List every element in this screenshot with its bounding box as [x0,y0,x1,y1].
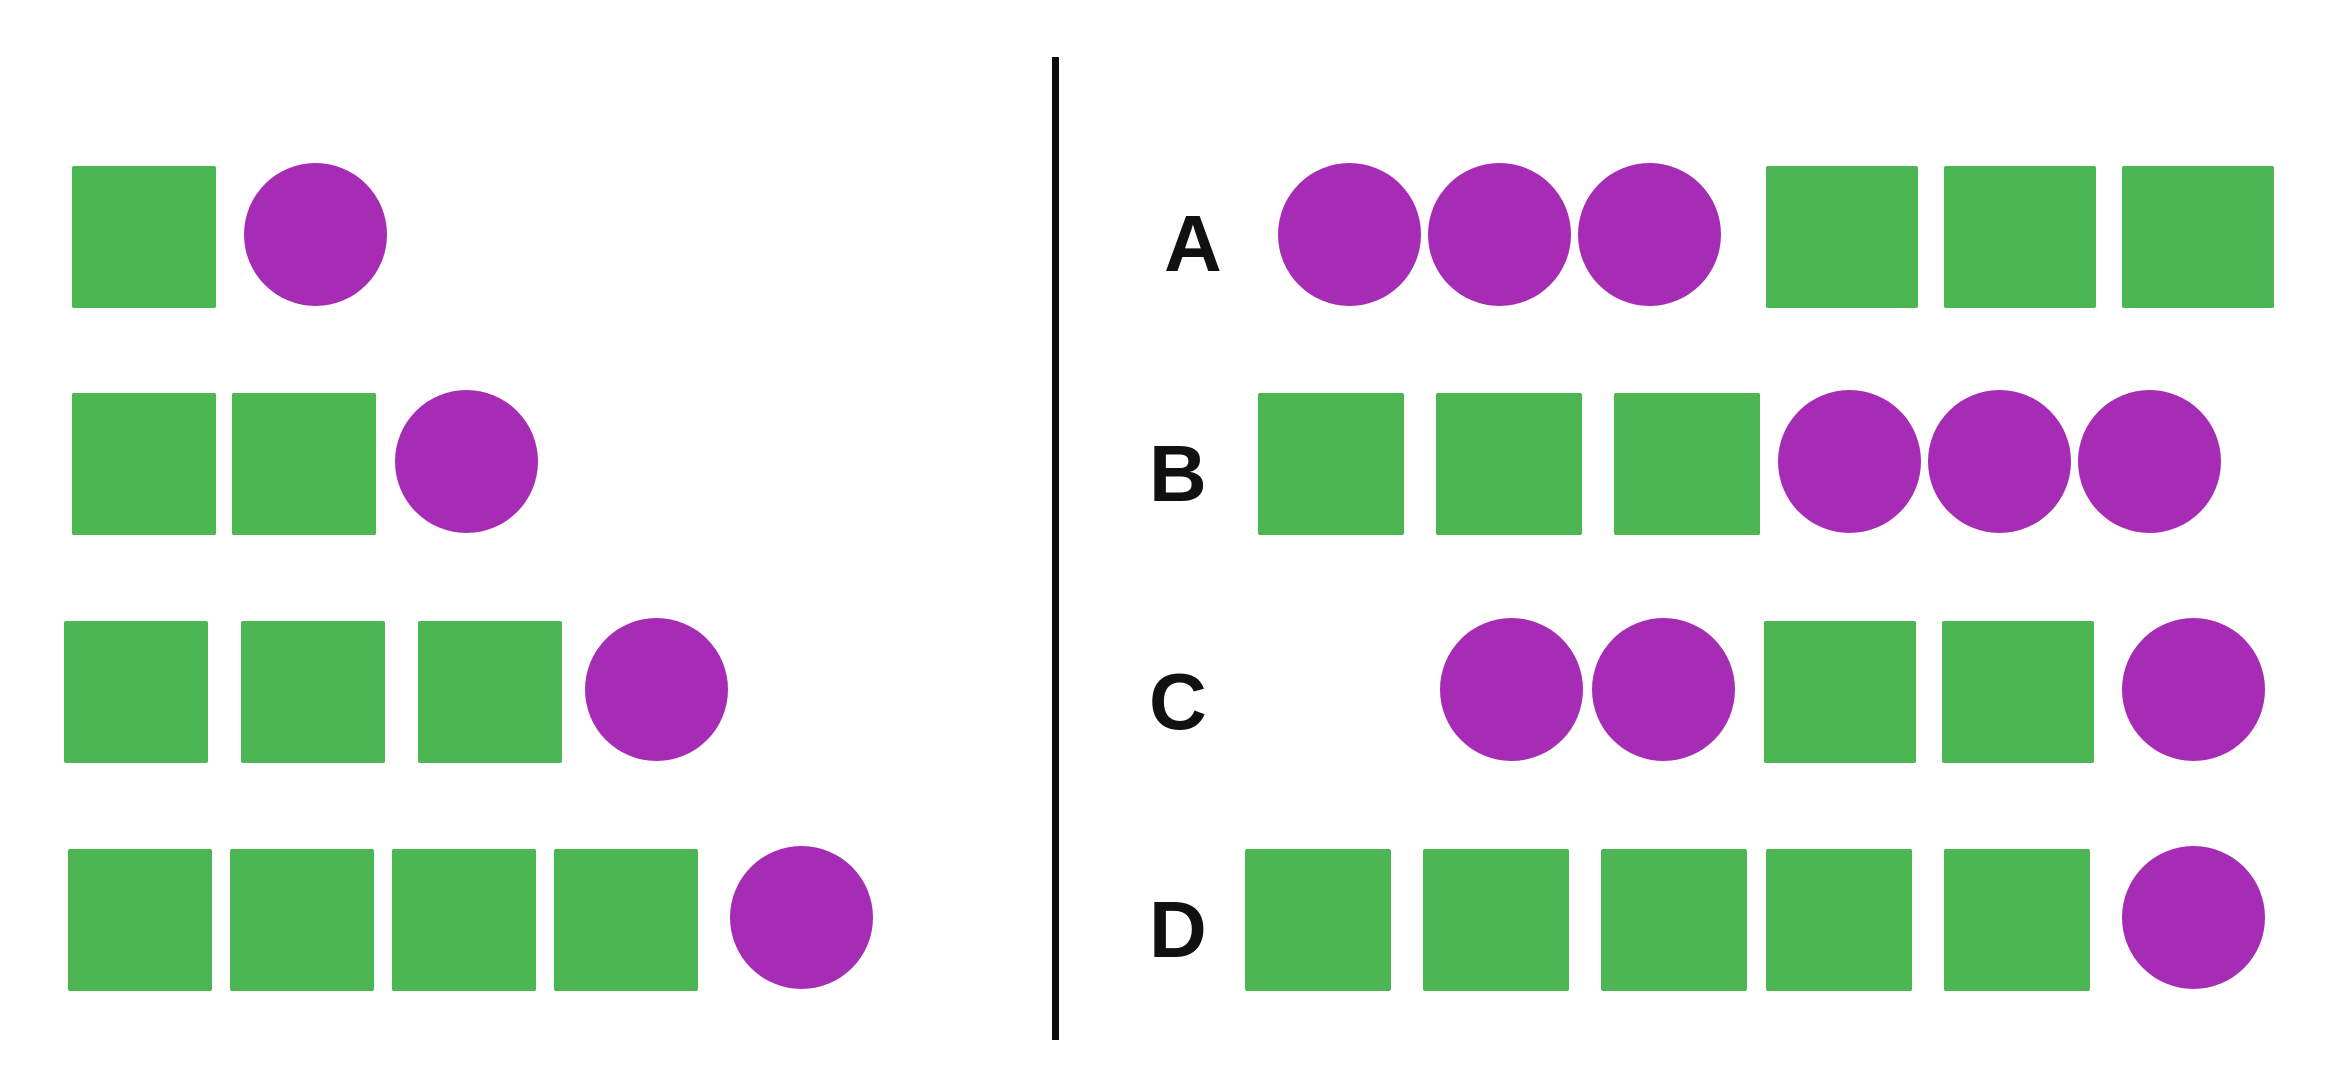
option-b-item-4-circle [1778,390,1921,533]
sequence-row-4-item-4-square [554,849,698,991]
sequence-row-2-item-2-square [232,393,376,535]
option-a-item-5-square [1944,166,2096,308]
sequence-row-4-item-2-square [230,849,374,991]
sequence-row-2-item-3-circle [395,390,538,533]
sequence-row-1-item-2-circle [244,163,387,306]
option-a-item-6-square [2122,166,2274,308]
option-b-item-6-circle [2078,390,2221,533]
option-d-item-2-square [1423,849,1569,991]
option-a-item-1-circle [1278,163,1421,306]
option-d-item-6-circle [2122,846,2265,989]
sequence-row-3-item-1-square [64,621,208,763]
option-label-c: C [1149,657,1207,746]
option-a-item-3-circle [1578,163,1721,306]
sequence-row-3-item-3-square [418,621,562,763]
option-a-item-4-square [1766,166,1918,308]
option-label-d: D [1149,885,1207,974]
option-c-item-1-circle [1440,618,1583,761]
option-b-item-2-square [1436,393,1582,535]
vertical-divider [1052,57,1059,1040]
option-d-item-1-square [1245,849,1391,991]
option-a-item-2-circle [1428,163,1571,306]
sequence-row-2-item-1-square [72,393,216,535]
sequence-row-4-item-1-square [68,849,212,991]
sequence-row-1-item-1-square [72,166,216,308]
option-d-item-5-square [1944,849,2090,991]
option-d-item-3-square [1601,849,1747,991]
option-label-b: B [1149,429,1207,518]
sequence-row-3-item-2-square [241,621,385,763]
option-b-item-3-square [1614,393,1760,535]
sequence-row-4-item-5-circle [730,846,873,989]
option-b-item-5-circle [1928,390,2071,533]
sequence-row-3-item-4-circle [585,618,728,761]
option-b-item-1-square [1258,393,1404,535]
sequence-row-4-item-3-square [392,849,536,991]
option-c-item-4-square [1942,621,2094,763]
option-c-item-3-square [1764,621,1916,763]
option-label-a: A [1164,199,1222,288]
option-d-item-4-square [1766,849,1912,991]
option-c-item-5-circle [2122,618,2265,761]
option-c-item-2-circle [1592,618,1735,761]
